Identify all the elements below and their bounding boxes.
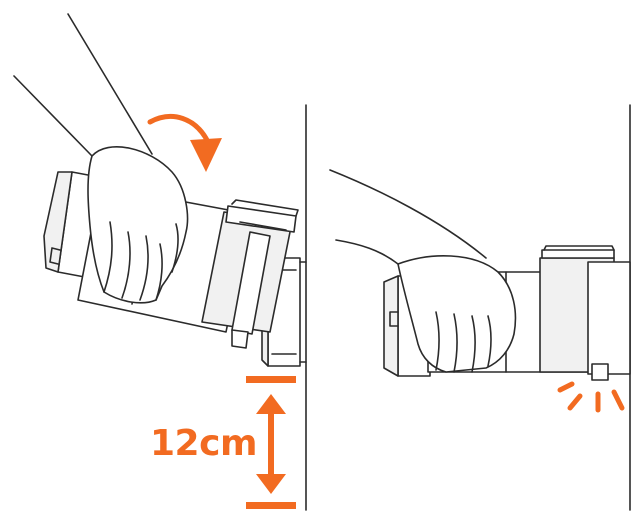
panel-locked bbox=[329, 104, 631, 511]
panel-mount bbox=[13, 13, 307, 511]
hand-left bbox=[13, 13, 189, 304]
measurement-arrow bbox=[246, 376, 296, 509]
click-indicator-icon bbox=[557, 381, 625, 413]
rotate-arrow-icon bbox=[147, 114, 222, 172]
hand-right bbox=[329, 169, 517, 373]
measurement-label: 12cm bbox=[150, 423, 257, 464]
